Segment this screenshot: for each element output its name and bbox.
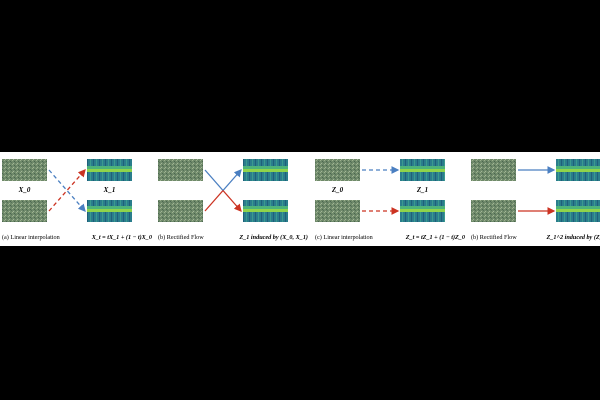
noise-image-top [315, 159, 360, 181]
right-label: X_1 [103, 186, 116, 194]
noise-image-top [2, 159, 47, 181]
spectrogram-image-top [556, 159, 600, 181]
panel-formula: X_t = tX_1 + (1 − t)X_0 [91, 234, 152, 241]
noise-image-bottom [471, 200, 516, 222]
panel-caption: (b) Rectified Flow [471, 234, 517, 241]
panel-caption: (a) Linear interpolation [2, 234, 60, 241]
panel-formula: Z_1 induced by (X_0, X_1) [238, 234, 308, 241]
left-label: Z_0 [331, 186, 344, 194]
panel-formula: Z_t = tZ_1 + (1 − t)Z_0 [405, 234, 465, 241]
noise-image-bottom [315, 200, 360, 222]
noise-image-top [158, 159, 203, 181]
spectrogram-image-top [400, 159, 445, 181]
panel-caption: (b) Rectified Flow [158, 234, 204, 241]
flow-arrow-blue [204, 169, 224, 191]
noise-image-bottom [2, 200, 47, 222]
flow-arrow-blue-tail [222, 169, 242, 191]
spectrogram-image-bottom [556, 200, 600, 222]
spectrogram-image-top [87, 159, 132, 181]
spectrogram-image-bottom [400, 200, 445, 222]
spectrogram-image-bottom [243, 200, 288, 222]
flow-arrow-blue [48, 169, 86, 212]
figure-svg: X_0 X_1 (a) Linear interpolation X_t = tX_1… [2, 159, 600, 241]
noise-image-bottom [158, 200, 203, 222]
flow-arrow-red [204, 190, 224, 212]
noise-image-top [471, 159, 516, 181]
panel-caption: (c) Linear interpolation [315, 234, 373, 241]
panel-formula: Z_1^2 induced by (Z_0, Z_1) [546, 234, 600, 241]
spectrogram-image-bottom [87, 200, 132, 222]
left-label: X_0 [18, 186, 31, 194]
flow-arrow-red [48, 169, 86, 212]
flow-arrow-red-tail [222, 190, 242, 212]
spectrogram-image-top [243, 159, 288, 181]
right-label: Z_1 [416, 186, 428, 194]
figure: X_0 X_1 (a) Linear interpolation X_t = tX_1… [0, 152, 600, 246]
